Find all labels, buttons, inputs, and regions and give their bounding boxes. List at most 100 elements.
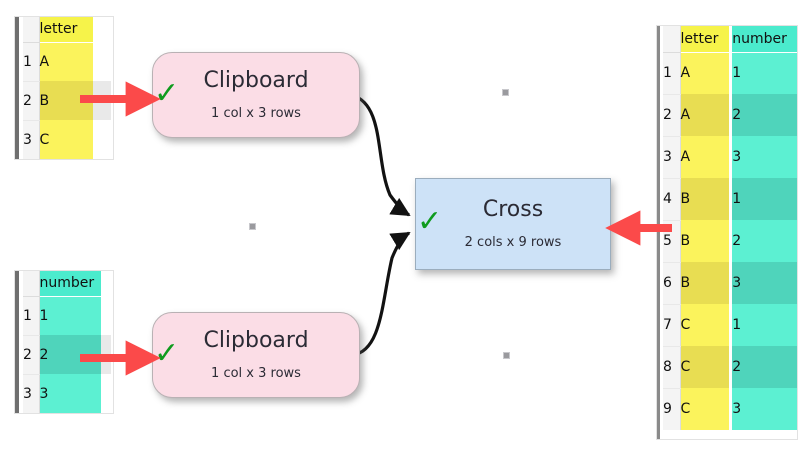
cell-letter[interactable]: A	[680, 52, 729, 94]
row-number[interactable]: 2	[23, 335, 40, 375]
grid-dot	[249, 223, 256, 230]
table-row[interactable]: 8 C 2	[663, 346, 797, 389]
column-header-number[interactable]: number	[732, 26, 797, 53]
spacer-cell	[93, 42, 111, 81]
column-separator	[728, 220, 733, 262]
row-number[interactable]: 2	[663, 94, 681, 137]
table-row[interactable]: 3 A 3	[663, 136, 797, 179]
cell-letter[interactable]: C	[680, 346, 729, 388]
table-row[interactable]: 1 1	[23, 296, 111, 336]
column-separator	[728, 178, 733, 220]
node-title: Clipboard	[203, 328, 309, 354]
table-row[interactable]: 2 2	[23, 335, 111, 375]
table-header-row: letter	[23, 17, 111, 43]
column-separator	[728, 262, 733, 304]
cell-number[interactable]: 2	[732, 94, 797, 136]
node-title: Clipboard	[203, 68, 309, 94]
row-number[interactable]: 1	[663, 52, 681, 95]
table-left-rail	[657, 26, 660, 439]
grid-dot	[502, 89, 509, 96]
corner-cell	[663, 26, 681, 53]
row-number[interactable]: 9	[663, 388, 681, 430]
node-subtitle: 1 col x 3 rows	[211, 105, 301, 121]
row-number[interactable]: 3	[663, 136, 681, 179]
cell-number[interactable]: 1	[732, 52, 797, 94]
column-separator	[728, 346, 733, 388]
cell-number[interactable]: 1	[732, 178, 797, 220]
table-row[interactable]: 2 A 2	[663, 94, 797, 137]
table-row[interactable]: 2 B	[23, 81, 111, 121]
row-number[interactable]: 1	[23, 42, 40, 82]
table-row[interactable]: 6 B 3	[663, 262, 797, 305]
table-row[interactable]: 3 3	[23, 374, 111, 413]
cell-letter[interactable]: C	[680, 304, 729, 346]
table-row[interactable]: 4 B 1	[663, 178, 797, 221]
column-header-number[interactable]: number	[39, 271, 101, 297]
cell-number[interactable]: 3	[732, 388, 797, 430]
cross-result-table[interactable]: letter number 1 A 1 2 A 2 3 A 3	[656, 25, 798, 440]
number-source-table[interactable]: number 1 1 2 2 3 3	[14, 270, 114, 414]
column-separator	[728, 52, 733, 94]
connector-clipboard-top-to-cross	[351, 93, 411, 217]
table-row[interactable]: 3 C	[23, 120, 111, 159]
row-number[interactable]: 5	[663, 220, 681, 263]
cell-letter[interactable]: B	[680, 262, 729, 304]
cell-letter[interactable]: A	[680, 136, 729, 178]
column-header-letter[interactable]: letter	[680, 26, 729, 53]
check-icon: ✓	[154, 336, 180, 371]
corner-cell	[23, 271, 40, 297]
node-clipboard-bottom[interactable]: Clipboard 1 col x 3 rows	[152, 312, 360, 398]
cell-number[interactable]: 1	[732, 304, 797, 346]
number-source-grid: number 1 1 2 2 3 3	[23, 271, 111, 413]
row-number[interactable]: 6	[663, 262, 681, 305]
cell-letter[interactable]: A	[680, 94, 729, 136]
node-cross[interactable]: Cross 2 cols x 9 rows	[415, 178, 611, 270]
column-separator	[728, 304, 733, 346]
cell-letter[interactable]: C	[39, 120, 93, 159]
cell-letter[interactable]: A	[39, 42, 93, 81]
spacer-cell	[101, 271, 111, 296]
cell-letter[interactable]: B	[39, 81, 93, 120]
check-icon: ✓	[417, 204, 443, 239]
cell-letter[interactable]: B	[680, 178, 729, 220]
cell-number[interactable]: 2	[732, 346, 797, 388]
cell-number[interactable]: 2	[39, 335, 101, 374]
cell-number[interactable]: 1	[39, 296, 101, 335]
cell-letter[interactable]: B	[680, 220, 729, 262]
cell-number[interactable]: 3	[732, 262, 797, 304]
column-separator	[728, 26, 733, 52]
row-number[interactable]: 1	[23, 296, 40, 336]
row-number[interactable]: 3	[23, 120, 40, 159]
letter-source-grid: letter 1 A 2 B 3 C	[23, 17, 111, 159]
spacer-cell	[93, 81, 111, 120]
cell-letter[interactable]: C	[680, 388, 729, 430]
table-row[interactable]: 1 A	[23, 42, 111, 82]
cell-number[interactable]: 3	[39, 374, 101, 413]
row-number[interactable]: 2	[23, 81, 40, 121]
table-row[interactable]: 1 A 1	[663, 52, 797, 95]
row-number[interactable]: 4	[663, 178, 681, 221]
table-header-row: number	[23, 271, 111, 297]
letter-source-table[interactable]: letter 1 A 2 B 3 C	[14, 16, 114, 160]
spacer-cell	[93, 120, 111, 159]
cell-number[interactable]: 3	[732, 136, 797, 178]
table-header-row: letter number	[663, 26, 797, 53]
corner-cell	[23, 17, 40, 43]
table-left-rail	[15, 17, 19, 159]
cell-number[interactable]: 2	[732, 220, 797, 262]
row-number[interactable]: 7	[663, 304, 681, 347]
connector-clipboard-bottom-to-cross	[351, 231, 411, 357]
node-subtitle: 2 cols x 9 rows	[464, 234, 562, 250]
node-subtitle: 1 col x 3 rows	[211, 365, 301, 381]
spacer-cell	[101, 296, 111, 335]
table-row[interactable]: 7 C 1	[663, 304, 797, 347]
table-left-rail	[15, 271, 19, 413]
row-number[interactable]: 3	[23, 374, 40, 413]
table-row[interactable]: 9 C 3	[663, 388, 797, 430]
column-separator	[728, 136, 733, 178]
column-header-letter[interactable]: letter	[39, 17, 93, 43]
node-clipboard-top[interactable]: Clipboard 1 col x 3 rows	[152, 52, 360, 138]
row-number[interactable]: 8	[663, 346, 681, 389]
table-row[interactable]: 5 B 2	[663, 220, 797, 263]
